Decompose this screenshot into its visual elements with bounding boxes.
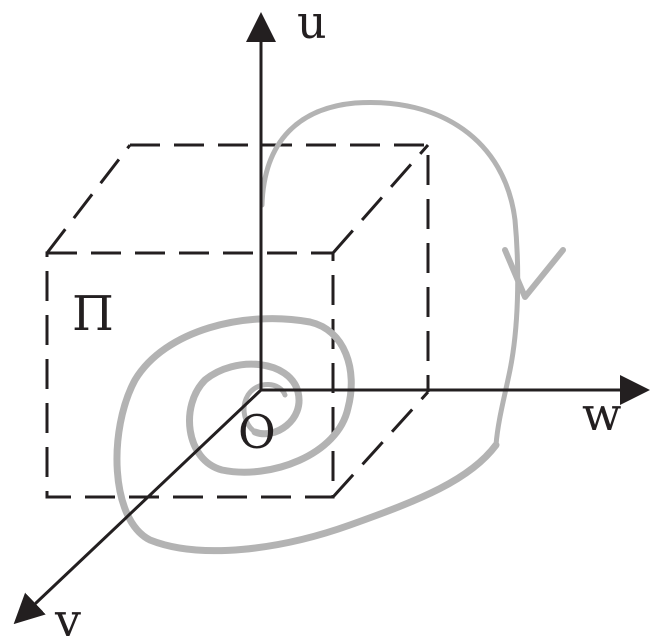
box-edge-bottom-right	[331, 390, 430, 499]
box-back-face	[130, 143, 430, 392]
box-edge-top-right	[331, 144, 430, 254]
trajectory-arrowhead	[502, 247, 566, 300]
u-axis-label: u	[297, 0, 327, 49]
trajectory-outer-loop	[113, 99, 521, 555]
dashed-box-region	[45, 143, 430, 499]
v-axis-label: v	[54, 593, 81, 639]
box-edge-top-left	[45, 144, 132, 254]
v-axis-line	[13, 388, 263, 625]
axes	[13, 12, 650, 625]
origin-label: O	[238, 405, 276, 459]
region-label: Π	[72, 286, 114, 342]
w-axis-label: w	[582, 387, 621, 441]
